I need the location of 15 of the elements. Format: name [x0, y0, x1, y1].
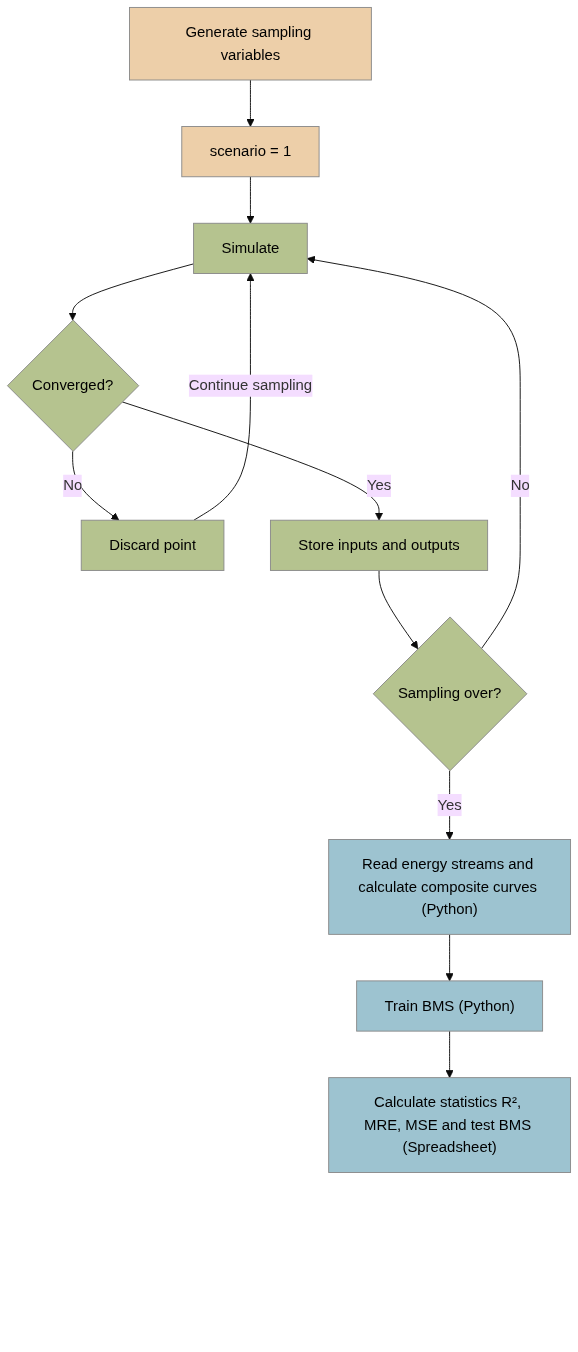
node-box: Calculate statistics R², MRE, MSE and test BMS (Spreadsheet) — [328, 1077, 572, 1173]
edge-label: Continue sampling — [188, 377, 313, 394]
edge-label: No — [510, 477, 530, 494]
node-box: Simulate — [193, 222, 308, 274]
edge-label: Yes — [437, 796, 462, 813]
node-box: Train BMS (Python) — [356, 980, 544, 1032]
node-box: scenario = 1 — [181, 126, 320, 178]
edge-label: Yes — [366, 477, 392, 494]
node-diamond: Converged? — [6, 319, 140, 452]
node-box: Discard point — [80, 519, 225, 571]
node-box: Read energy streams and calculate composite curves (Python) — [328, 839, 572, 935]
edge-label: No — [63, 477, 83, 494]
node-box: Generate sampling variables — [129, 6, 372, 81]
node-box: Store inputs and outputs — [269, 519, 489, 571]
node-diamond: Sampling over? — [372, 616, 528, 772]
